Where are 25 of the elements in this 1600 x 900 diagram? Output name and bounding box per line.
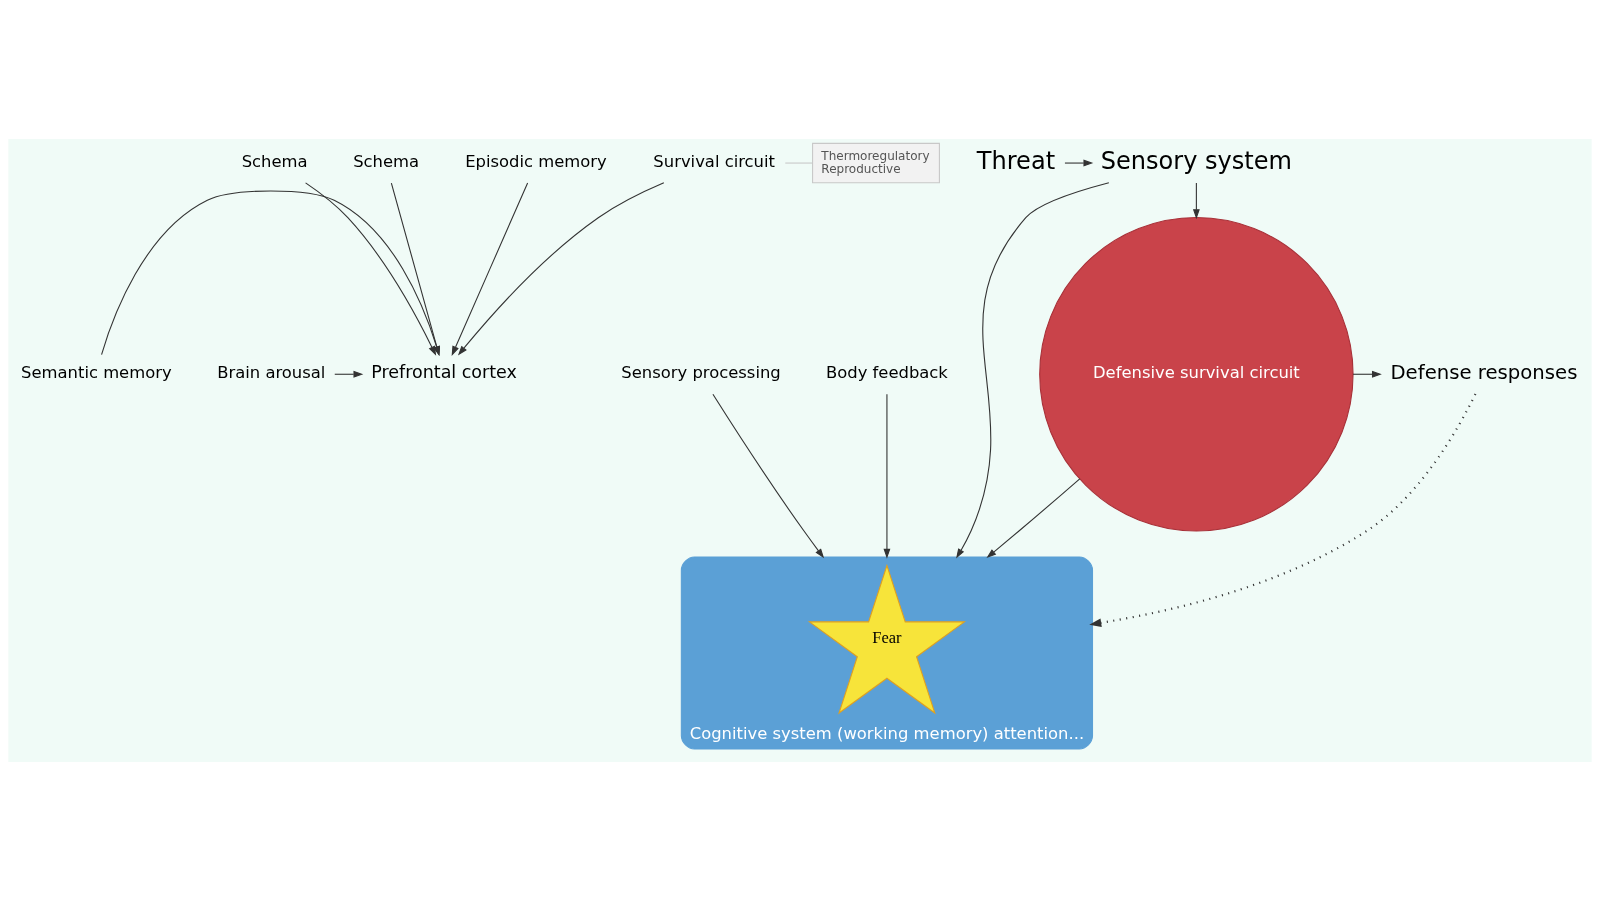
node-text: Brain arousal [217,362,326,382]
arrow [334,370,364,378]
node-text: Prefrontal cortex [371,361,517,382]
arrow [712,393,825,558]
node-text: Schema [241,151,308,171]
arrow [986,477,1081,558]
arrow [451,182,529,356]
node-text: Semantic memory [21,362,172,382]
node-text: Sensory system [1100,146,1292,175]
arrow [1352,370,1382,378]
node-box: Thermoregulatory Reproductive [812,142,940,183]
arrow [1089,393,1477,627]
node-text: Survival circuit [653,151,775,171]
node-text: Defense responses [1390,360,1578,384]
node-circle: Defensive survival circuit [1039,216,1354,531]
arrow [956,181,1110,558]
arrow [1192,182,1200,219]
node-text: Episodic memory [465,151,607,171]
arrow [883,393,891,559]
node-text: Body feedback [825,362,948,382]
arrow [457,181,665,356]
node-text: Threat [976,146,1056,175]
arrow [1064,159,1094,166]
node-text: Sensory processing [621,362,781,382]
node-text: Schema [353,151,420,171]
